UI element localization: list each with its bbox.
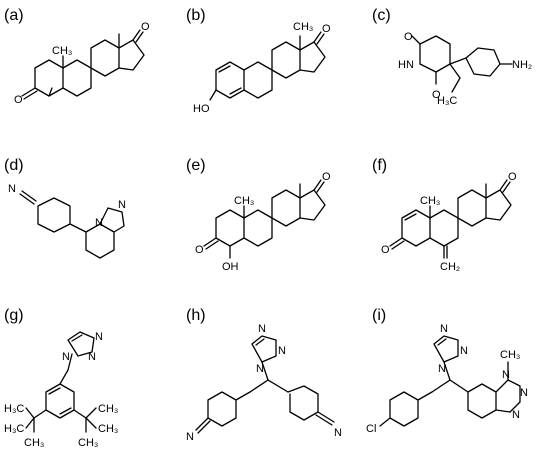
- panel-b-label: (b): [186, 7, 206, 24]
- panel-h-label: (h): [186, 307, 206, 324]
- panel-c: (c) O HN O NH₂ H₃C: [372, 7, 532, 107]
- structure-g: [25, 331, 97, 433]
- atom-e-oh: OH: [222, 261, 239, 273]
- atom-b-methyl: CH₃: [293, 21, 313, 33]
- atom-e-methyl: CH₃: [234, 195, 254, 207]
- atom-c-ch3: H₃C: [437, 95, 457, 107]
- atom-i-n4: N: [502, 369, 510, 381]
- panel-a-label: (a): [4, 7, 24, 24]
- atom-f-o1: O: [381, 244, 390, 256]
- atom-d-n1: N: [8, 183, 16, 195]
- panel-g: (g) N N N H₃C H₃C CH₃ CH₃: [4, 307, 118, 449]
- atom-c-o1: O: [404, 31, 413, 43]
- atom-a-methyl: CH₃: [52, 45, 72, 57]
- panel-a: (a) O O CH₃: [4, 7, 150, 106]
- atom-g-n1: N: [95, 331, 103, 343]
- structure-e: [203, 179, 326, 259]
- atom-a-o1: O: [14, 94, 23, 106]
- atom-b-o1: O: [322, 23, 331, 35]
- panel-f: (f) O CH₂ O CH₃: [372, 157, 517, 273]
- structure-b: [209, 31, 326, 101]
- atom-d-n2: N: [118, 199, 126, 211]
- atom-c-o2: O: [432, 89, 441, 101]
- atom-i-n1: N: [440, 323, 448, 335]
- panel-e-label: (e): [186, 157, 206, 174]
- atom-g-ch3b: CH₃: [98, 403, 118, 415]
- panel-d: (d) N N N: [4, 157, 126, 259]
- atom-c-nh2: NH₂: [512, 59, 532, 71]
- structure-c: [411, 35, 513, 93]
- atom-f-o2: O: [508, 171, 517, 183]
- atom-i-n5: N: [520, 387, 528, 399]
- panel-i-label: (i): [372, 307, 386, 324]
- atom-a-o2: O: [141, 21, 150, 33]
- atom-b-oh: HO: [193, 103, 210, 115]
- panel-g-label: (g): [4, 307, 24, 324]
- atom-h-n3: N: [256, 363, 264, 375]
- panel-c-label: (c): [372, 7, 391, 24]
- structure-a: [21, 29, 145, 100]
- atom-h-n2: N: [278, 345, 286, 357]
- atom-c-nh: HN: [398, 59, 414, 71]
- atom-g-n3: N: [62, 351, 70, 363]
- atom-h-cn2: N: [334, 427, 342, 439]
- panel-e: (e) O OH O CH₃: [186, 157, 331, 273]
- atom-g-ch3c: CH₃: [98, 423, 118, 435]
- panel-i: (i) N N N N N N Cl CH₃: [366, 307, 528, 435]
- atom-h-n1: N: [258, 323, 266, 335]
- atom-g-n2: N: [88, 351, 96, 363]
- panel-h: (h) N N N N N: [186, 307, 342, 443]
- atom-e-o2: O: [322, 171, 331, 183]
- structure-d: [19, 190, 125, 259]
- panel-b: (b) HO O CH₃: [186, 7, 331, 115]
- atom-d-n3: N: [95, 217, 103, 229]
- atom-i-methyl: CH₃: [500, 349, 520, 361]
- atom-h-cn1: N: [186, 431, 194, 443]
- atom-f-methyl: CH₃: [420, 195, 440, 207]
- atom-g-ch3a: CH₃: [24, 437, 44, 449]
- atom-i-n3: N: [438, 363, 446, 375]
- atom-i-n2: N: [460, 345, 468, 357]
- atom-g-h3c1: H₃C: [4, 403, 24, 415]
- structure-f: [389, 179, 512, 259]
- structure-i: [379, 335, 521, 427]
- atom-g-h3c2: H₃C: [4, 423, 24, 435]
- structure-h: [195, 335, 335, 434]
- atom-f-ch2: CH₂: [440, 261, 460, 273]
- panel-f-label: (f): [372, 157, 387, 174]
- atom-e-o1: O: [195, 244, 204, 256]
- atom-i-n6: N: [512, 409, 520, 421]
- atom-i-cl: Cl: [366, 423, 376, 435]
- panel-d-label: (d): [4, 157, 24, 174]
- atom-g-ch3d: CH₃: [78, 437, 98, 449]
